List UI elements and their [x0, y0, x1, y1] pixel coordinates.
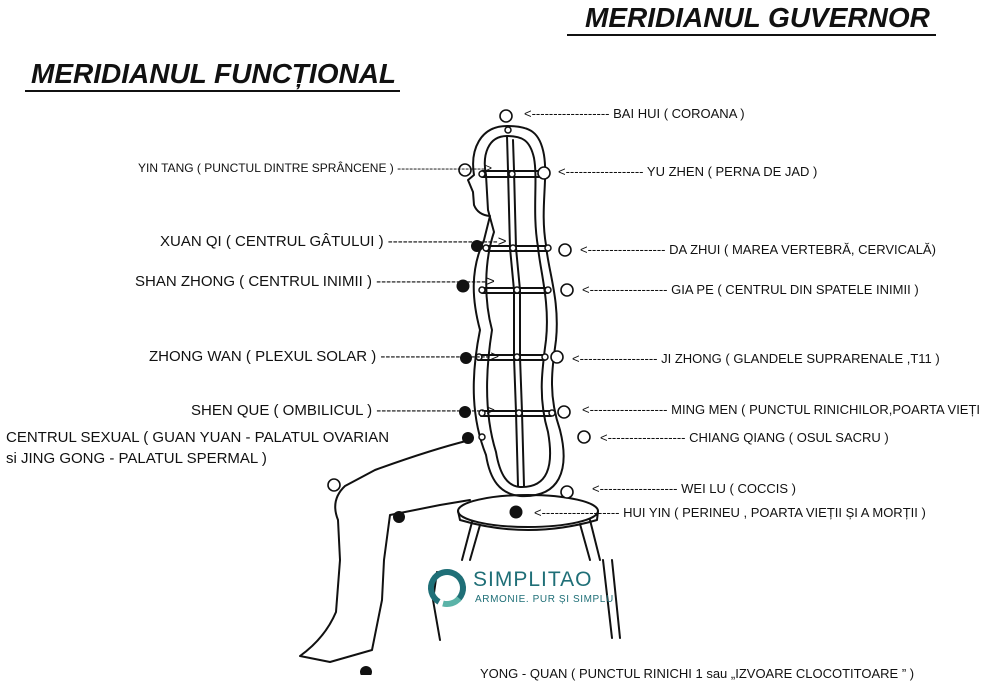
figure-inner-outline [483, 135, 552, 489]
label-yongquan: YONG - QUAN ( PUNCTUL RINICHI 1 sau „IZV… [480, 666, 915, 681]
stool-seat-edge [457, 510, 599, 531]
stool-leg-right [579, 519, 601, 561]
label-jizhong: <------------------ JI ZHONG ( GLANDELE … [572, 351, 940, 366]
title-meridian-functional: MERIDIANUL FUNCȚIONAL [25, 58, 401, 92]
point-huiyin [509, 505, 523, 519]
label-yintang: YIN TANG ( PUNCTUL DINTRE SPRÂNCENE ) --… [138, 161, 493, 175]
point-dazhui [558, 243, 572, 257]
label-baihui: <------------------ BAI HUI ( COROANA ) [524, 106, 745, 121]
label-mingmen: <------------------ MING MEN ( PUNCTUL R… [582, 402, 981, 417]
stool-leg-back [602, 559, 621, 639]
point-weilu [560, 485, 574, 499]
figure-body-outline [467, 125, 565, 498]
label-sexual-line2: si JING GONG - PALATUL SPERMAL ) [6, 450, 267, 467]
label-shanzhong: SHAN ZHONG ( CENTRUL INIMII ) ----------… [135, 273, 495, 290]
point-xuanqi [471, 240, 483, 252]
logo-name: SIMPLITAO [473, 568, 593, 591]
point-shenque [459, 406, 471, 418]
label-huiyin: <------------------ HUI YIN ( PERINEU , … [534, 505, 926, 520]
point-mingmen [557, 405, 571, 419]
point-shanzhong [456, 279, 470, 293]
point-yongquan [360, 666, 372, 675]
point-leg [393, 511, 405, 523]
label-xuanqi: XUAN QI ( CENTRUL GÂTULUI ) ------------… [160, 233, 507, 250]
point-baihui [499, 109, 513, 123]
point-chiangqiang [577, 430, 591, 444]
point-zhongwan [460, 352, 472, 364]
label-zhongwan: ZHONG WAN ( PLEXUL SOLAR ) -------------… [149, 348, 500, 365]
label-dazhui: <------------------ DA ZHUI ( MAREA VERT… [580, 242, 936, 257]
point-yintang [458, 163, 472, 177]
point-sexual [462, 432, 474, 444]
title-meridian-governor: MERIDIANUL GUVERNOR [567, 2, 936, 36]
point-knee [327, 478, 341, 492]
logo-ring-icon [428, 569, 466, 607]
point-jizhong [550, 350, 564, 364]
point-giape [560, 283, 574, 297]
label-shenque: SHEN QUE ( OMBILICUL ) -----------------… [191, 402, 495, 419]
label-giape: <------------------ GIA PE ( CENTRUL DIN… [582, 282, 919, 297]
point-yuzhen [537, 166, 551, 180]
label-sexual-line1: CENTRUL SEXUAL ( GUAN YUAN - PALATUL OVA… [6, 429, 390, 446]
stool-leg-left [461, 521, 481, 561]
label-chiangqiang: <------------------ CHIANG QIANG ( OSUL … [600, 430, 889, 445]
label-weilu: <------------------ WEI LU ( COCCIS ) [592, 481, 796, 496]
simplitao-logo: SIMPLITAO ARMONIE. PUR ȘI SIMPLU [425, 566, 613, 615]
label-yuzhen: <------------------ YU ZHEN ( PERNA DE J… [558, 164, 818, 179]
central-channel [506, 135, 519, 487]
figure-thigh [299, 439, 471, 663]
logo-tagline: ARMONIE. PUR ȘI SIMPLU [475, 594, 614, 605]
